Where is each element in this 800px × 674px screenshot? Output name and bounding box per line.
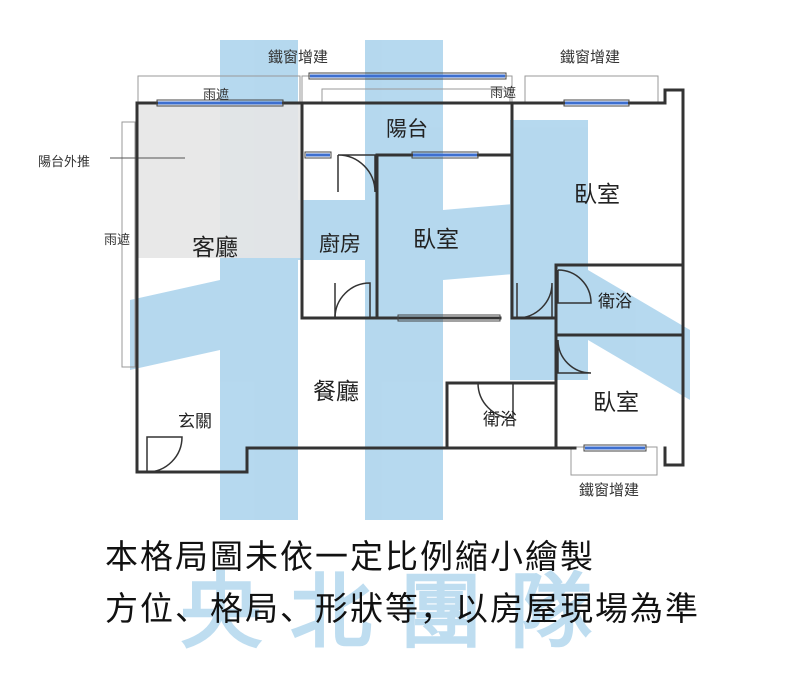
awning-label-top-left: 雨遮 (203, 87, 229, 103)
window-frames (156, 72, 647, 452)
disclaimer-line-1: 本格局圖未依一定比例縮小繪製 (105, 537, 595, 576)
room-label-bedroom-right-top: 臥室 (574, 182, 620, 208)
room-label-living-room: 客廳 (192, 235, 238, 261)
room-label-bedroom-right-bottom: 臥室 (593, 390, 639, 416)
awning-label-top-right: 雨遮 (490, 85, 516, 101)
room-label-entrance: 玄關 (178, 412, 212, 432)
balcony-extension-label: 陽台外推 (38, 155, 90, 170)
room-label-kitchen: 廚房 (319, 232, 361, 256)
room-label-dining-room: 餐廳 (313, 379, 359, 405)
iron-window-label-bottom: 鐵窗增建 (579, 481, 639, 499)
room-label-balcony: 陽台 (386, 117, 428, 141)
awning-label-left: 雨遮 (104, 232, 130, 248)
iron-window-label-top-right: 鐵窗增建 (560, 48, 620, 66)
windows (158, 74, 645, 450)
room-label-bathroom-center: 衛浴 (483, 410, 517, 430)
iron-window-label-top-center: 鐵窗增建 (268, 48, 328, 66)
doors (146, 154, 592, 473)
room-label-bedroom-center: 臥室 (413, 227, 459, 253)
watermark-text: 央北團隊 (180, 565, 620, 660)
room-label-bathroom-right: 衛浴 (598, 292, 632, 312)
disclaimer-line-2: 方位、格局、形狀等，以房屋現場為準 (105, 589, 700, 628)
balcony-extension-area (137, 103, 302, 258)
